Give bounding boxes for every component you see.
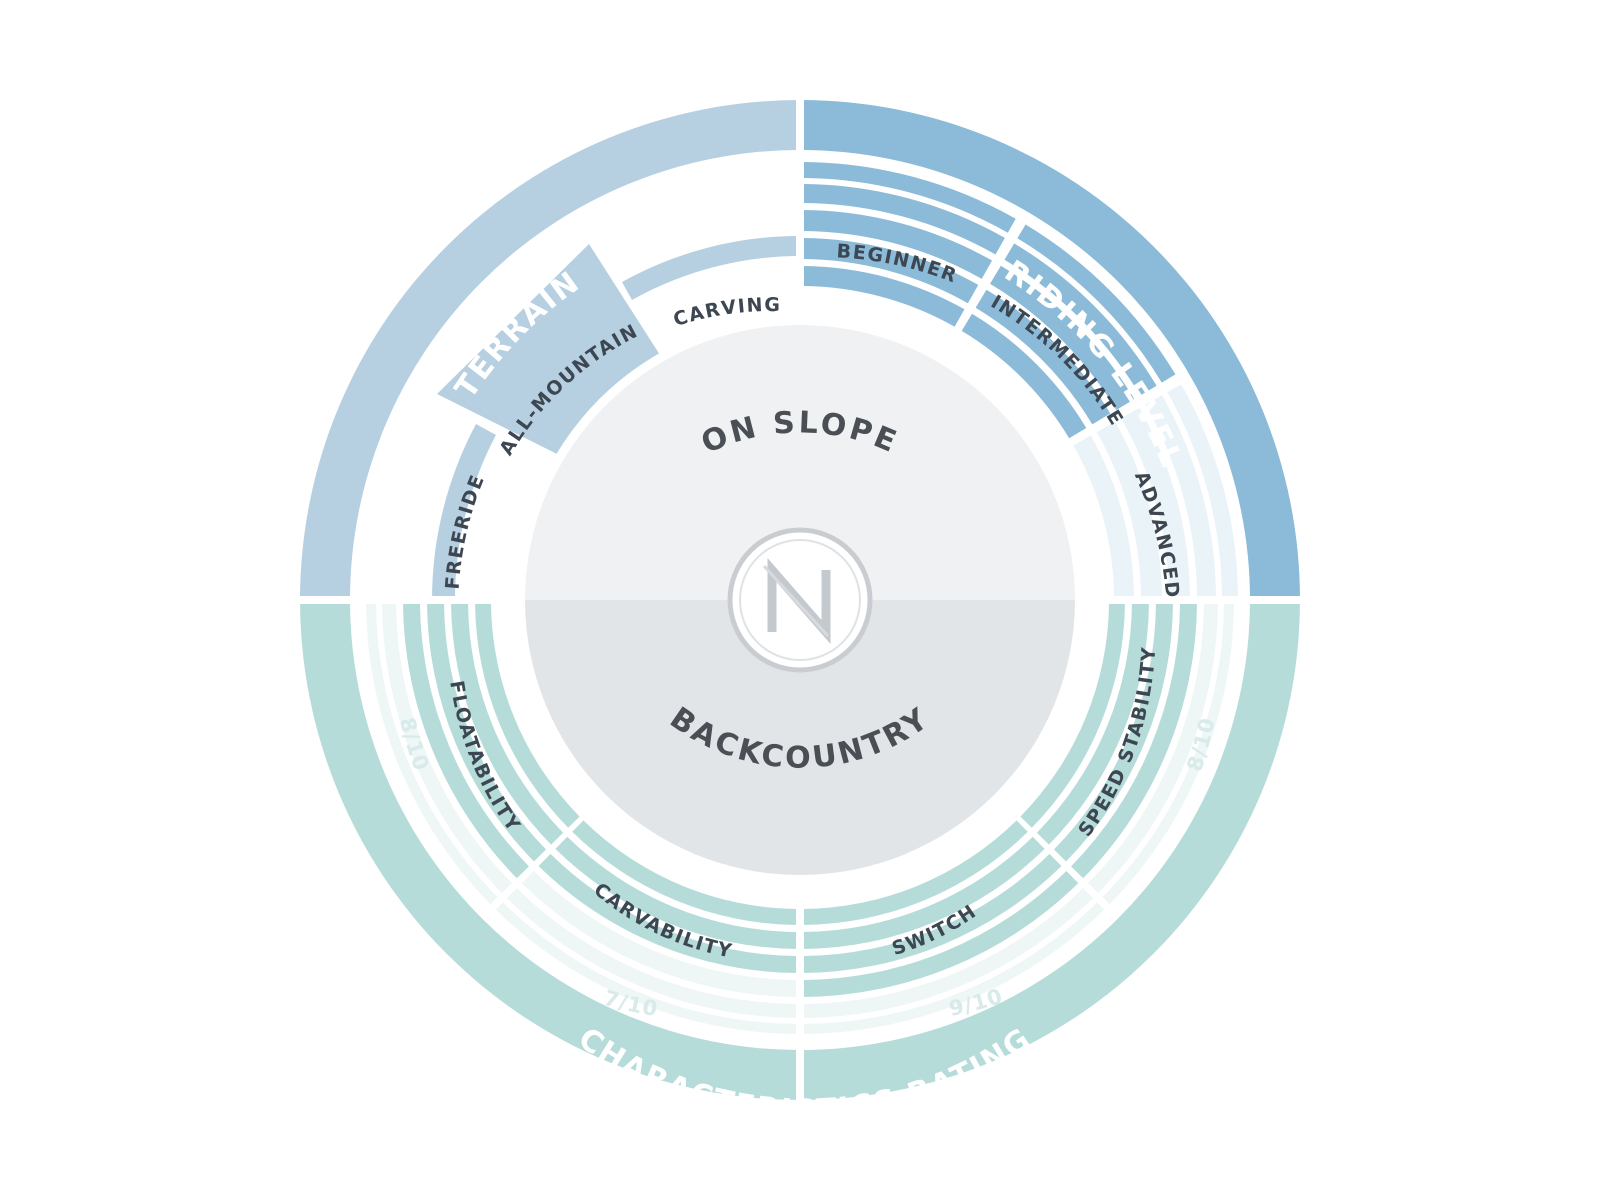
carvability-track-2: [555, 836, 798, 949]
riding-beginner-track-2: [802, 238, 979, 304]
speed_stability-track-3: [1053, 603, 1173, 862]
riding-advanced-track-1: [1073, 435, 1134, 598]
switch-track-4: [803, 871, 1079, 997]
characteristics-bars: [366, 602, 1234, 1034]
switch-track-1: [802, 820, 1028, 925]
switch-track-3: [803, 853, 1062, 973]
hub-backcountry-half: [525, 600, 1075, 875]
riding-intermediate-track-3: [990, 265, 1135, 410]
riding-beginner-track-4: [803, 184, 1005, 255]
carvability-track-3: [538, 853, 797, 973]
riding-level-bars: [802, 162, 1238, 598]
terrain-carving-segment: [622, 235, 800, 300]
riding-intermediate-track-5: [1017, 224, 1176, 383]
riding-intermediate-track-1: [961, 313, 1087, 439]
riding-advanced-track-3: [1121, 407, 1190, 597]
n-logo-icon: [727, 527, 873, 673]
floatability-track-1: [475, 602, 580, 828]
floatability-track-3: [427, 603, 547, 862]
riding-beginner-track-5: [803, 162, 1016, 233]
speed_stability-track-1: [1020, 602, 1125, 828]
riding-beginner-track-1: [802, 266, 965, 327]
riding-advanced-track-2: [1096, 421, 1162, 598]
floatability-track-2: [451, 602, 564, 845]
riding-intermediate-track-2: [975, 289, 1111, 425]
riding-advanced-track-4: [1145, 395, 1216, 597]
switch-track-2: [802, 836, 1045, 949]
speed_stability-track-2: [1036, 602, 1149, 845]
carvability-track-5: [507, 888, 797, 1018]
carvability-track-1: [572, 820, 798, 925]
terrain-ring: [300, 100, 800, 600]
speed_stability-track-5: [1088, 603, 1218, 893]
characteristics-ring: [300, 600, 1300, 1100]
riding-intermediate-track-4: [1004, 243, 1157, 396]
speed_stability-track-4: [1071, 603, 1197, 879]
carvability-track-4: [521, 871, 797, 997]
switch-track-5: [803, 888, 1093, 1018]
hub-on-slope-half: [525, 325, 1075, 600]
floatability-track-5: [382, 603, 512, 893]
riding-advanced-track-5: [1167, 384, 1238, 597]
riding-level-ring: [800, 100, 1300, 600]
riding-beginner-track-3: [803, 210, 993, 279]
floatability-track-4: [403, 603, 529, 879]
terrain-freeride-segment: [432, 424, 496, 600]
